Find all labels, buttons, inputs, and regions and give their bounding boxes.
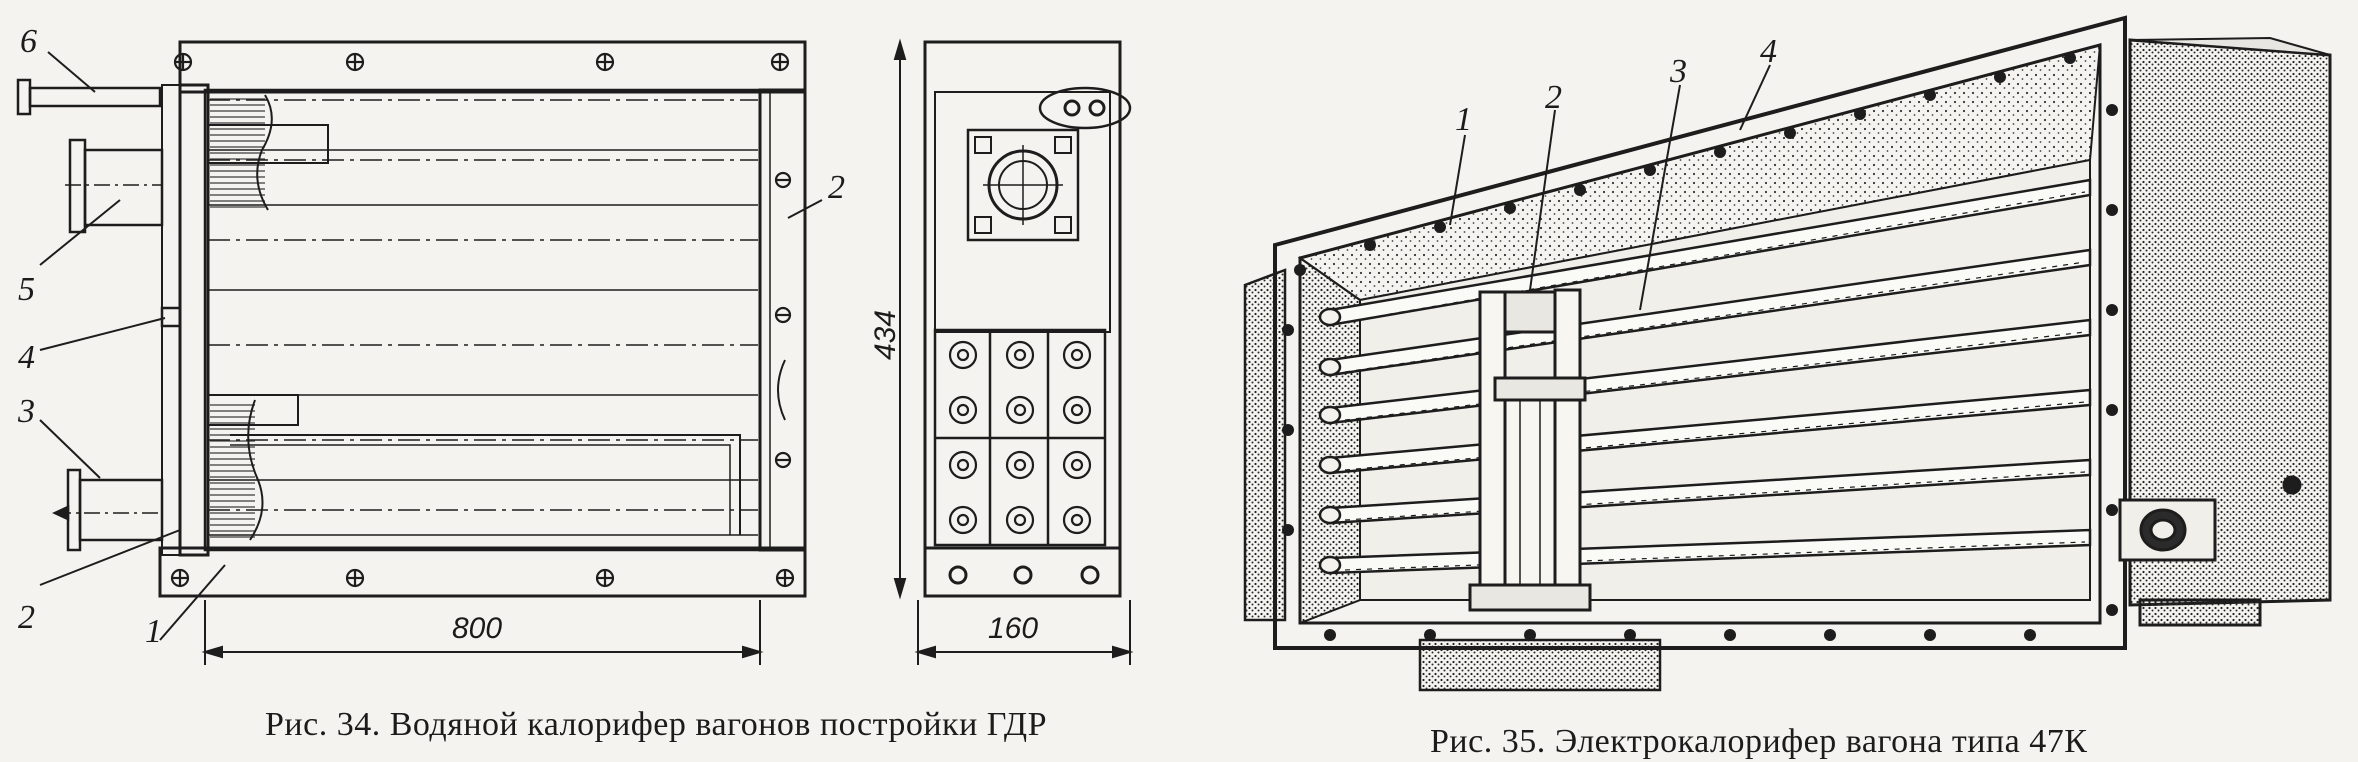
figure-34-leaders (39, 51, 823, 641)
figure-35-caption: Рис. 35. Электрокалорифер вагона типа 47… (1430, 723, 2087, 760)
label-35-4: 4 (1760, 33, 1777, 70)
dim-800: 800 (452, 612, 502, 645)
label-2-right: 2 (828, 169, 845, 206)
label-3: 3 (17, 393, 35, 430)
figure-34-dimensions (201, 38, 1134, 665)
label-4: 4 (18, 339, 35, 376)
label-35-1: 1 (1455, 101, 1472, 138)
figure-34-side-view (923, 40, 1132, 598)
figure-35-perspective-view: 1 2 3 4 (1243, 15, 2332, 692)
figure-34-labels: 6 5 4 3 2 1 2 800 434 160 (17, 23, 1038, 650)
dim-160: 160 (988, 612, 1038, 645)
figure-35-leaders (1449, 64, 1771, 311)
label-1: 1 (145, 613, 162, 650)
label-6: 6 (20, 23, 37, 60)
figure-34-caption: Рис. 34. Водяной калорифер вагонов постр… (265, 706, 1047, 743)
support-bracket (1468, 288, 1592, 612)
label-5: 5 (18, 271, 35, 308)
figure-35-labels: 1 2 3 4 (1455, 33, 1777, 138)
dim-434: 434 (869, 310, 902, 360)
terminal-connector (2118, 475, 2302, 627)
figure-34-front-view (16, 40, 807, 598)
label-35-3: 3 (1669, 53, 1687, 90)
frame-rivets (1282, 52, 2118, 641)
label-2-bottom: 2 (18, 599, 35, 636)
label-35-2: 2 (1545, 79, 1562, 116)
